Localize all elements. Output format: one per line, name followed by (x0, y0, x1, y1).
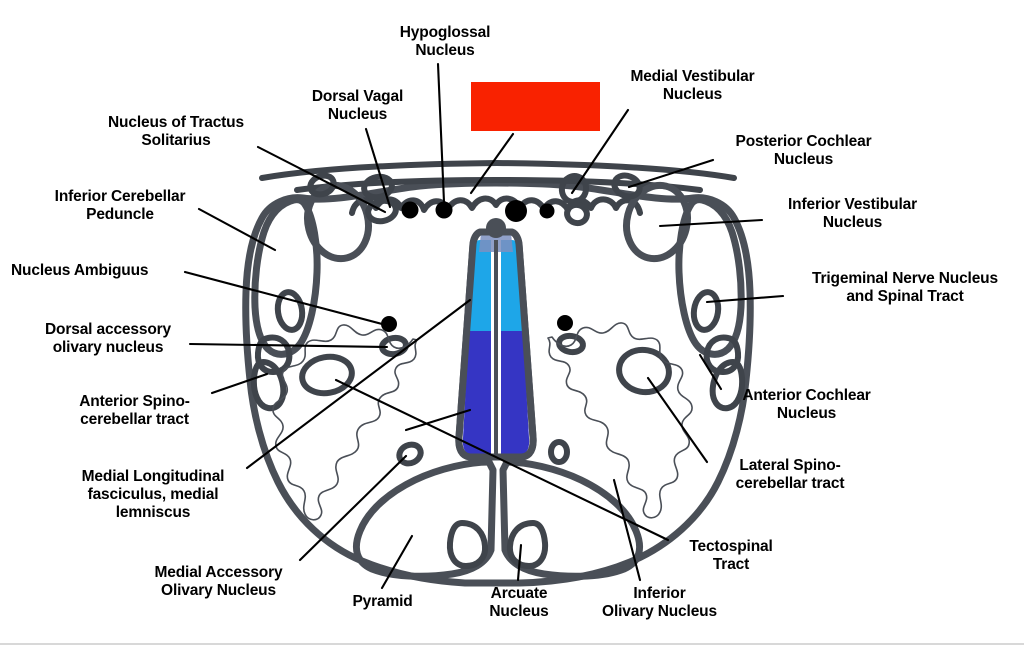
tectospinal-tract-left (299, 353, 355, 397)
arcuate-nucleus-right (506, 520, 549, 569)
inferior-olivary-nucleus-left (272, 324, 418, 521)
bottom-divider (0, 643, 1024, 645)
label-trigeminal-nerve-nucleus: Trigeminal Nerve Nucleus and Spinal Trac… (812, 270, 998, 305)
label-arcuate-nucleus: Arcuate Nucleus (489, 585, 549, 620)
label-pyramid: Pyramid (352, 593, 413, 610)
label-lateral-spinocerebellar-tract: Lateral Spino- cerebellar tract (735, 457, 845, 492)
label-medial-vestibular-nucleus: Medial Vestibular Nucleus (630, 68, 755, 103)
label-inferior-olivary-nucleus: Inferior Olivary Nucleus (602, 585, 717, 620)
dorsal-vagal-nucleus-right (558, 173, 590, 205)
nucleus-of-tractus-solitarius-left-upper (361, 173, 395, 201)
label-nucleus-ambiguus: Nucleus Ambiguus (11, 262, 149, 279)
arcuate-nucleus-left (446, 520, 489, 569)
nucleus-ambiguus-left (381, 316, 397, 332)
label-anterior-cochlear-nucleus: Anterior Cochlear Nucleus (742, 387, 871, 422)
nucleus-of-tractus-solitarius-right (564, 201, 590, 227)
pyramid-right (499, 458, 643, 580)
tectospinal-tract-right (616, 346, 672, 396)
hypoglossal-nucleus-dot-left-2 (435, 201, 453, 219)
label-dorsal-vagal-nucleus: Dorsal Vagal Nucleus (311, 88, 404, 123)
hypoglossal-nucleus-dot-left (401, 201, 419, 219)
anterior-spinocerebellar-tract-left (250, 359, 287, 412)
central-column (455, 218, 537, 461)
dorsal-scalloped-margin (349, 195, 643, 216)
stray-yellow-dot-right (548, 439, 570, 465)
label-inferior-vestibular-nucleus: Inferior Vestibular Nucleus (788, 196, 917, 231)
trigeminal-nerve-nucleus-left (274, 289, 306, 333)
leader-lines (183, 62, 785, 590)
anterior-spinocerebellar-tract-right (709, 359, 746, 412)
posterior-cochlear-nucleus-right (611, 172, 643, 200)
dorsal-vagal-nucleus-left (365, 197, 399, 225)
redaction-box (471, 82, 600, 131)
label-dorsal-accessory-olivary-nucleus: Dorsal accessory olivary nucleus (45, 321, 171, 356)
trigeminal-nerve-nucleus-right (690, 289, 722, 333)
label-tectospinal-tract: Tectospinal Tract (689, 538, 773, 573)
pyramid-left (353, 458, 497, 580)
inferior-olivary-nucleus-right (547, 322, 693, 519)
label-medial-accessory-olivary-nucleus: Medial Accessory Olivary Nucleus (154, 564, 283, 599)
hypoglossal-nucleus-dot-right-2 (539, 203, 555, 219)
dorsal-accessory-olivary-nucleus-right (556, 332, 586, 356)
anterior-cochlear-nucleus-right (703, 334, 742, 375)
label-inferior-cerebellar-peduncle: Inferior Cerebellar Peduncle (54, 188, 186, 223)
label-nucleus-of-tractus-solitarius: Nucleus of Tractus Solitarius (108, 114, 244, 149)
dorsal-roof-band (259, 160, 737, 193)
posterior-cochlear-nucleus-left (307, 172, 337, 198)
hypoglossal-nucleus-dot-right (505, 200, 527, 222)
label-medial-longitudinal-fasciculus: Medial Longitudinal fasciculus, medial l… (81, 468, 225, 521)
medial-lemniscus (462, 331, 530, 455)
label-posterior-cochlear-nucleus: Posterior Cochlear Nucleus (735, 133, 872, 168)
medial-accessory-olivary-nucleus (396, 441, 424, 467)
nucleus-ambiguus-right (557, 315, 573, 331)
label-hypoglossal-nucleus: Hypoglossal Nucleus (399, 24, 491, 59)
label-anterior-spinocerebellar-tract: Anterior Spino- cerebellar tract (79, 393, 190, 428)
inferior-vestibular-nucleus-right (623, 181, 691, 263)
